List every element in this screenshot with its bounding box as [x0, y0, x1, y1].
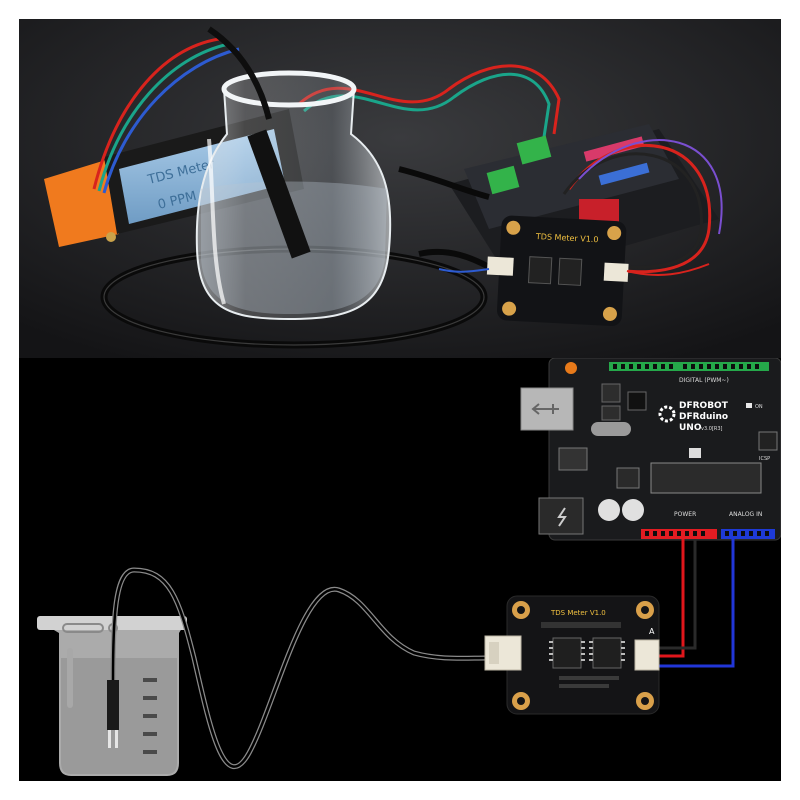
- power-label: POWER: [674, 511, 696, 518]
- variant-text: UNO: [679, 423, 702, 433]
- water-jar: [195, 70, 392, 321]
- digital-header: DIGITAL (PWM~): [609, 362, 769, 384]
- reset-button: [565, 362, 577, 374]
- digital-label: DIGITAL (PWM~): [679, 377, 729, 384]
- analog-header: ANALOG IN: [721, 511, 775, 539]
- model-text: DFRduino: [679, 412, 728, 422]
- signal-connector: [634, 639, 660, 671]
- module-letter: A: [649, 627, 655, 636]
- tds-probe-diagram: [107, 680, 119, 730]
- photo-module-title: TDS Meter V1.0: [535, 232, 599, 244]
- diagram-scene: DIGITAL (PWM~) DFROBOT DFRduino UNO v3.0…: [19, 358, 781, 781]
- icsp-header: ICSP: [758, 431, 778, 462]
- product-photo: TDS Meter 0 PPM TDS Meter V1.0: [19, 19, 781, 358]
- icsp-label: ICSP: [759, 456, 770, 462]
- analog-label: ANALOG IN: [729, 511, 762, 518]
- probe-connector: [484, 635, 522, 671]
- photo-scene: TDS Meter 0 PPM TDS Meter V1.0: [19, 19, 781, 358]
- tds-module-photo: TDS Meter V1.0: [486, 215, 629, 327]
- on-label: ON: [755, 404, 763, 410]
- tds-meter-module: TDS Meter V1.0 A: [484, 595, 660, 715]
- wire-gnd: [657, 539, 697, 650]
- brand-text: DFROBOT: [679, 401, 729, 411]
- version-text: v3.0[R3]: [701, 426, 723, 432]
- power-header: POWER: [641, 511, 717, 539]
- wiring-diagram: DIGITAL (PWM~) DFROBOT DFRduino UNO v3.0…: [19, 358, 781, 781]
- dfrobot-logo: DFROBOT DFRduino UNO v3.0[R3]: [658, 401, 729, 433]
- wire-signal: [657, 539, 735, 668]
- wire-vcc: [657, 539, 685, 658]
- tds-probe: [247, 129, 311, 259]
- module-title: TDS Meter V1.0: [550, 609, 606, 617]
- beaker: [37, 616, 187, 776]
- beaker-scale-marks: [143, 678, 157, 754]
- arduino-uno-board: DIGITAL (PWM~) DFROBOT DFRduino UNO v3.0…: [520, 358, 781, 541]
